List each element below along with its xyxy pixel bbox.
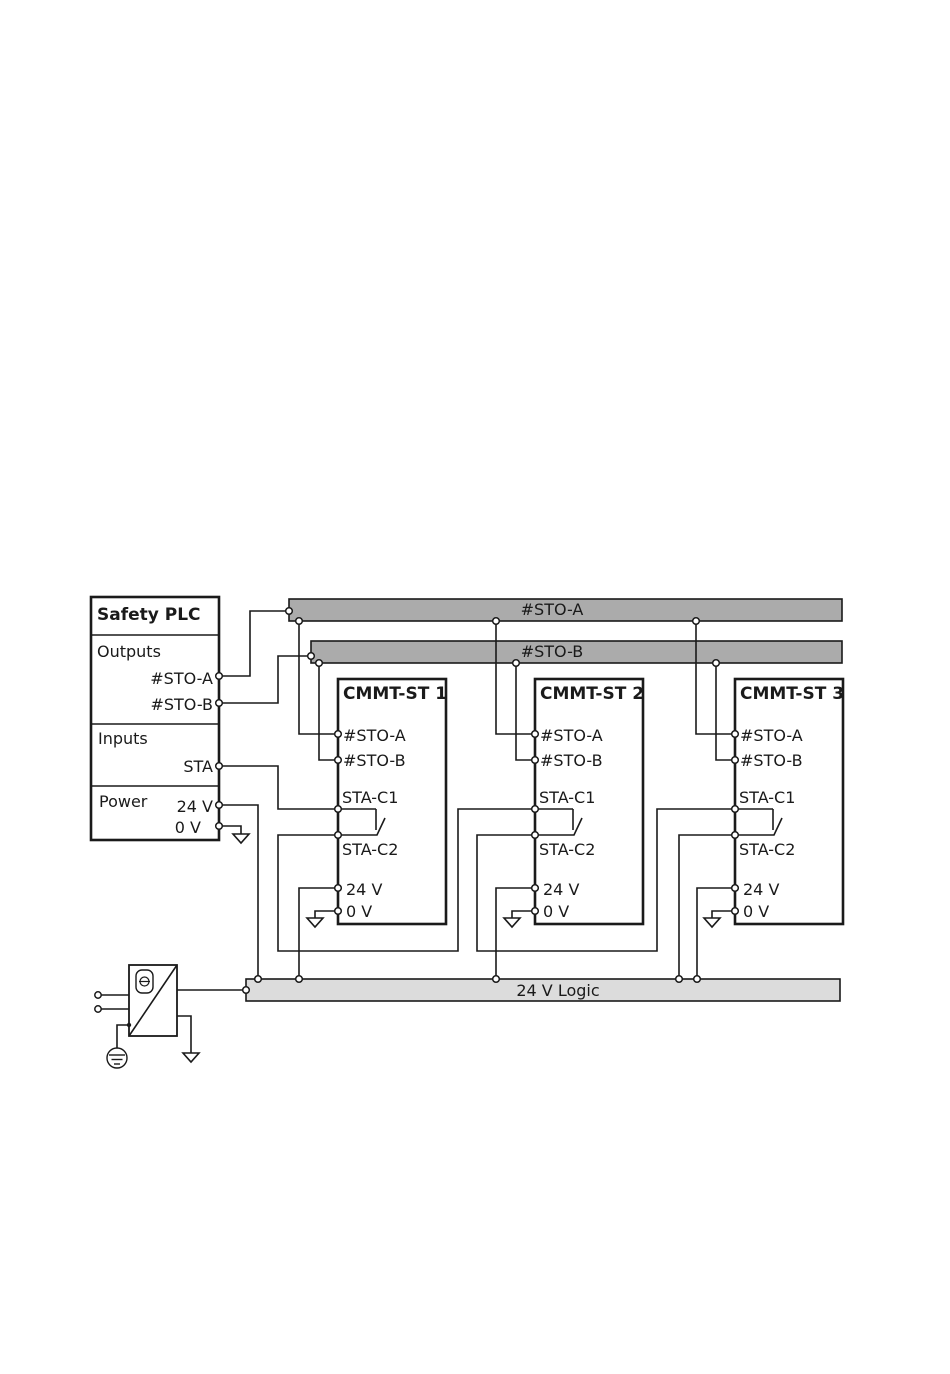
drive-3-sto-a: #STO-A (740, 726, 803, 745)
drive-cmmt-st-1: CMMT-ST 1 #STO-A #STO-B STA-C1 STA-C2 24… (338, 679, 447, 924)
drive-1-ground-icon (307, 918, 323, 927)
drive-3-0v: 0 V (743, 902, 769, 921)
drive-3-sta-c2: STA-C2 (739, 840, 795, 859)
drive-1-0v: 0 V (346, 902, 372, 921)
bus-24v-logic-label: 24 V Logic (516, 981, 599, 1000)
plc-pwr-24v: 24 V (177, 797, 213, 816)
bus-sto-a-label: #STO-A (521, 600, 584, 619)
drive-1-sto-a: #STO-A (343, 726, 406, 745)
drive-3-24v: 24 V (743, 880, 779, 899)
drive-2-0v: 0 V (543, 902, 569, 921)
plc-pwr-0v: 0 V (175, 818, 201, 837)
drive-2-sta-c1: STA-C1 (539, 788, 595, 807)
plc-out-sto-a: #STO-A (150, 669, 213, 688)
drive-cmmt-st-3: CMMT-ST 3 #STO-A #STO-B STA-C1 STA-C2 24… (735, 679, 844, 924)
drive-3-title: CMMT-ST 3 (740, 684, 844, 704)
drive-cmmt-st-2: CMMT-ST 2 #STO-A #STO-B STA-C1 STA-C2 24… (535, 679, 644, 924)
earth-ground-icon (107, 1048, 127, 1068)
bus-sto-b-label: #STO-B (521, 642, 584, 661)
drive-1-sto-b: #STO-B (343, 751, 406, 770)
plc-in-sta: STA (183, 757, 213, 776)
drive-1-title: CMMT-ST 1 (343, 684, 447, 704)
drive-2-ground-icon (504, 918, 520, 927)
power-supply-icon (129, 965, 177, 1036)
plc-power-label: Power (99, 792, 148, 811)
drive-2-sta-c2: STA-C2 (539, 840, 595, 859)
drive-2-sto-a: #STO-A (540, 726, 603, 745)
drive-2-24v: 24 V (543, 880, 579, 899)
drive-2-title: CMMT-ST 2 (540, 684, 644, 704)
drive-3-sta-c1: STA-C1 (739, 788, 795, 807)
drive-2-sto-b: #STO-B (540, 751, 603, 770)
drive-1-sta-c1: STA-C1 (342, 788, 398, 807)
plc-inputs-label: Inputs (98, 729, 148, 748)
supply-ground-icon (183, 1053, 199, 1062)
safety-plc: Safety PLC Outputs #STO-A #STO-B Inputs … (91, 597, 219, 840)
plc-ground-icon (233, 834, 249, 843)
drive-3-ground-icon (704, 918, 720, 927)
drive-3-sto-b: #STO-B (740, 751, 803, 770)
drive-1-sta-c2: STA-C2 (342, 840, 398, 859)
drive-1-24v: 24 V (346, 880, 382, 899)
plc-outputs-label: Outputs (97, 642, 161, 661)
plc-out-sto-b: #STO-B (150, 695, 213, 714)
safety-plc-title: Safety PLC (97, 605, 201, 625)
